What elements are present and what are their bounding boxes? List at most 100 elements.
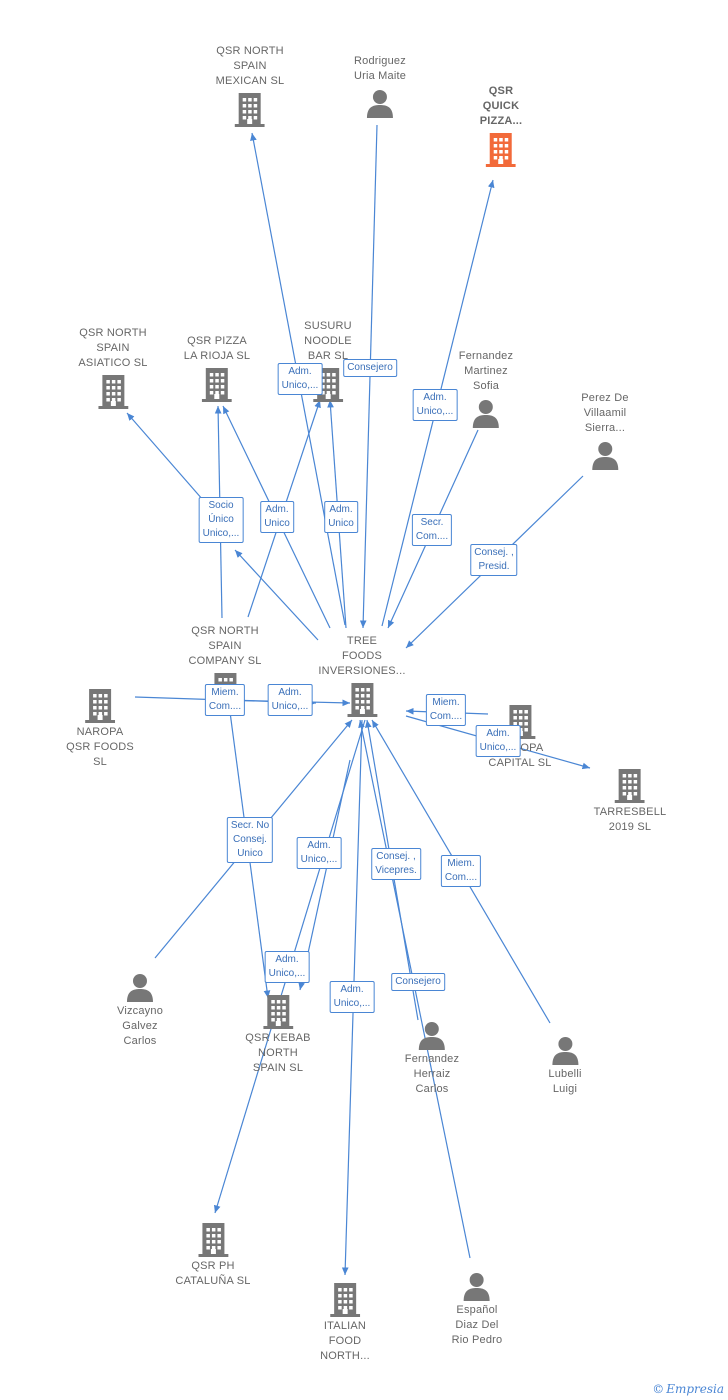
- relation-label-r14[interactable]: Adm. Unico,...: [296, 837, 342, 869]
- node-label-line: INVERSIONES...: [318, 665, 406, 677]
- node-label-line: QSR KEBAB: [245, 1032, 311, 1044]
- relation-label-r8[interactable]: Consej. ,Presid.: [470, 544, 518, 576]
- person-icon: [405, 1020, 459, 1050]
- relation-label-r11[interactable]: Miem. Com....: [425, 694, 467, 726]
- relation-label-line: Unico,...: [416, 406, 454, 417]
- node-label-line: Uria Maite: [353, 70, 407, 82]
- node-label-line: SPAIN: [208, 640, 242, 652]
- relation-label-line: Adm.: [307, 840, 331, 851]
- relation-label-line: Adm.: [423, 392, 447, 403]
- node-label-line: BAR SL: [307, 350, 349, 362]
- node-label-line: QUICK: [482, 100, 520, 112]
- node-label-line: Fernandez: [458, 350, 514, 362]
- relation-label-line: Socio: [208, 500, 234, 511]
- node-qsr-mexican[interactable]: QSR NORTH SPAIN MEXICAN SL: [216, 44, 285, 127]
- node-label-line: Rio Pedro: [451, 1334, 503, 1346]
- node-label-line: CAPITAL SL: [488, 757, 552, 769]
- building-icon: [216, 93, 285, 127]
- person-icon: [117, 972, 163, 1002]
- building-icon: [480, 133, 523, 167]
- node-label-line: Rodriguez: [354, 55, 406, 67]
- relation-label-line: Unico,...: [300, 854, 338, 865]
- relation-label-line: Adm.: [275, 954, 299, 965]
- node-label-line: Sofia: [472, 380, 500, 392]
- building-icon: [184, 368, 250, 402]
- relation-label-line: Com....: [415, 531, 449, 542]
- relation-label-line: Miem.: [432, 697, 460, 708]
- person-icon: [452, 1271, 503, 1301]
- relation-label-r1[interactable]: Adm. Unico,...: [277, 363, 323, 395]
- building-icon: [175, 1223, 250, 1257]
- relation-label-line: Consej. ,: [474, 547, 514, 558]
- relation-label-r2[interactable]: Consejero: [343, 359, 397, 377]
- relation-label-line: Adm.: [486, 728, 510, 739]
- node-label-line: Herraiz: [413, 1068, 451, 1080]
- node-label-line: SPAIN SL: [252, 1062, 304, 1074]
- relation-label-line: Adm.: [288, 366, 312, 377]
- node-label-line: QSR NORTH: [216, 45, 284, 57]
- node-label-line: Luigi: [552, 1083, 578, 1095]
- node-label-line: TREE: [346, 635, 378, 647]
- relation-label-line: Consej.: [233, 834, 267, 845]
- node-label-line: Vizcayno: [116, 1005, 164, 1017]
- node-qsr-kebab[interactable]: QSR KEBAB NORTH SPAIN SL: [245, 995, 310, 1076]
- relation-label-line: Adm.: [278, 687, 302, 698]
- edge-qsr_company-to-qsr_asiatico: [126, 412, 204, 501]
- node-label-line: ITALIAN: [323, 1320, 367, 1332]
- node-label-line: Carlos: [123, 1035, 157, 1047]
- relation-label-line: Unico,...: [268, 968, 306, 979]
- person-icon: [581, 440, 628, 470]
- brand-watermark: ©Empresia: [652, 1382, 724, 1396]
- relation-label-line: Unico,...: [281, 380, 319, 391]
- relation-label-r5[interactable]: Adm.Unico: [260, 501, 294, 533]
- relation-label-r19[interactable]: Consejero: [391, 973, 445, 991]
- relation-label-line: Adm.: [340, 984, 364, 995]
- relation-label-r18[interactable]: Adm. Unico,...: [329, 981, 375, 1013]
- node-label-line: NORTH: [258, 1047, 298, 1059]
- relation-label-r16[interactable]: Miem.Com....: [440, 855, 482, 887]
- relation-label-r7[interactable]: Secr. Com....: [411, 514, 453, 546]
- node-label-line: Carlos: [415, 1083, 449, 1095]
- relation-label-line: Consejero: [395, 976, 441, 987]
- relation-label-line: Secr. No: [230, 820, 270, 831]
- node-label-line: SPAIN: [96, 342, 130, 354]
- node-label-line: CATALUÑA SL: [175, 1275, 251, 1287]
- relation-label-line: Com....: [429, 711, 463, 722]
- relation-label-r15[interactable]: Consej. ,Vicepres.: [371, 848, 421, 880]
- node-label-line: MEXICAN SL: [215, 75, 285, 87]
- relation-label-line: Unico,...: [271, 701, 309, 712]
- relation-label-r10[interactable]: Adm. Unico,...: [267, 684, 313, 716]
- node-label-line: Sierra...: [584, 422, 626, 434]
- node-label-line: FOOD: [328, 1335, 362, 1347]
- relation-label-r6[interactable]: Adm.Unico: [324, 501, 358, 533]
- relation-label-r9[interactable]: Miem.Com....: [204, 684, 246, 716]
- relation-label-line: Único: [208, 514, 234, 525]
- relation-label-line: Secr.: [420, 517, 444, 528]
- node-label-line: SUSURU: [304, 320, 352, 332]
- relation-label-line: Unico,...: [333, 998, 371, 1009]
- relation-label-r3[interactable]: Adm. Unico,...: [412, 389, 458, 421]
- relation-label-r17[interactable]: Adm. Unico,...: [264, 951, 310, 983]
- relation-label-r12[interactable]: Adm.Unico,...: [475, 725, 521, 757]
- relation-label-line: Consejero: [347, 362, 393, 373]
- node-label-line: SPAIN: [233, 60, 267, 72]
- node-label-line: SL: [93, 756, 107, 768]
